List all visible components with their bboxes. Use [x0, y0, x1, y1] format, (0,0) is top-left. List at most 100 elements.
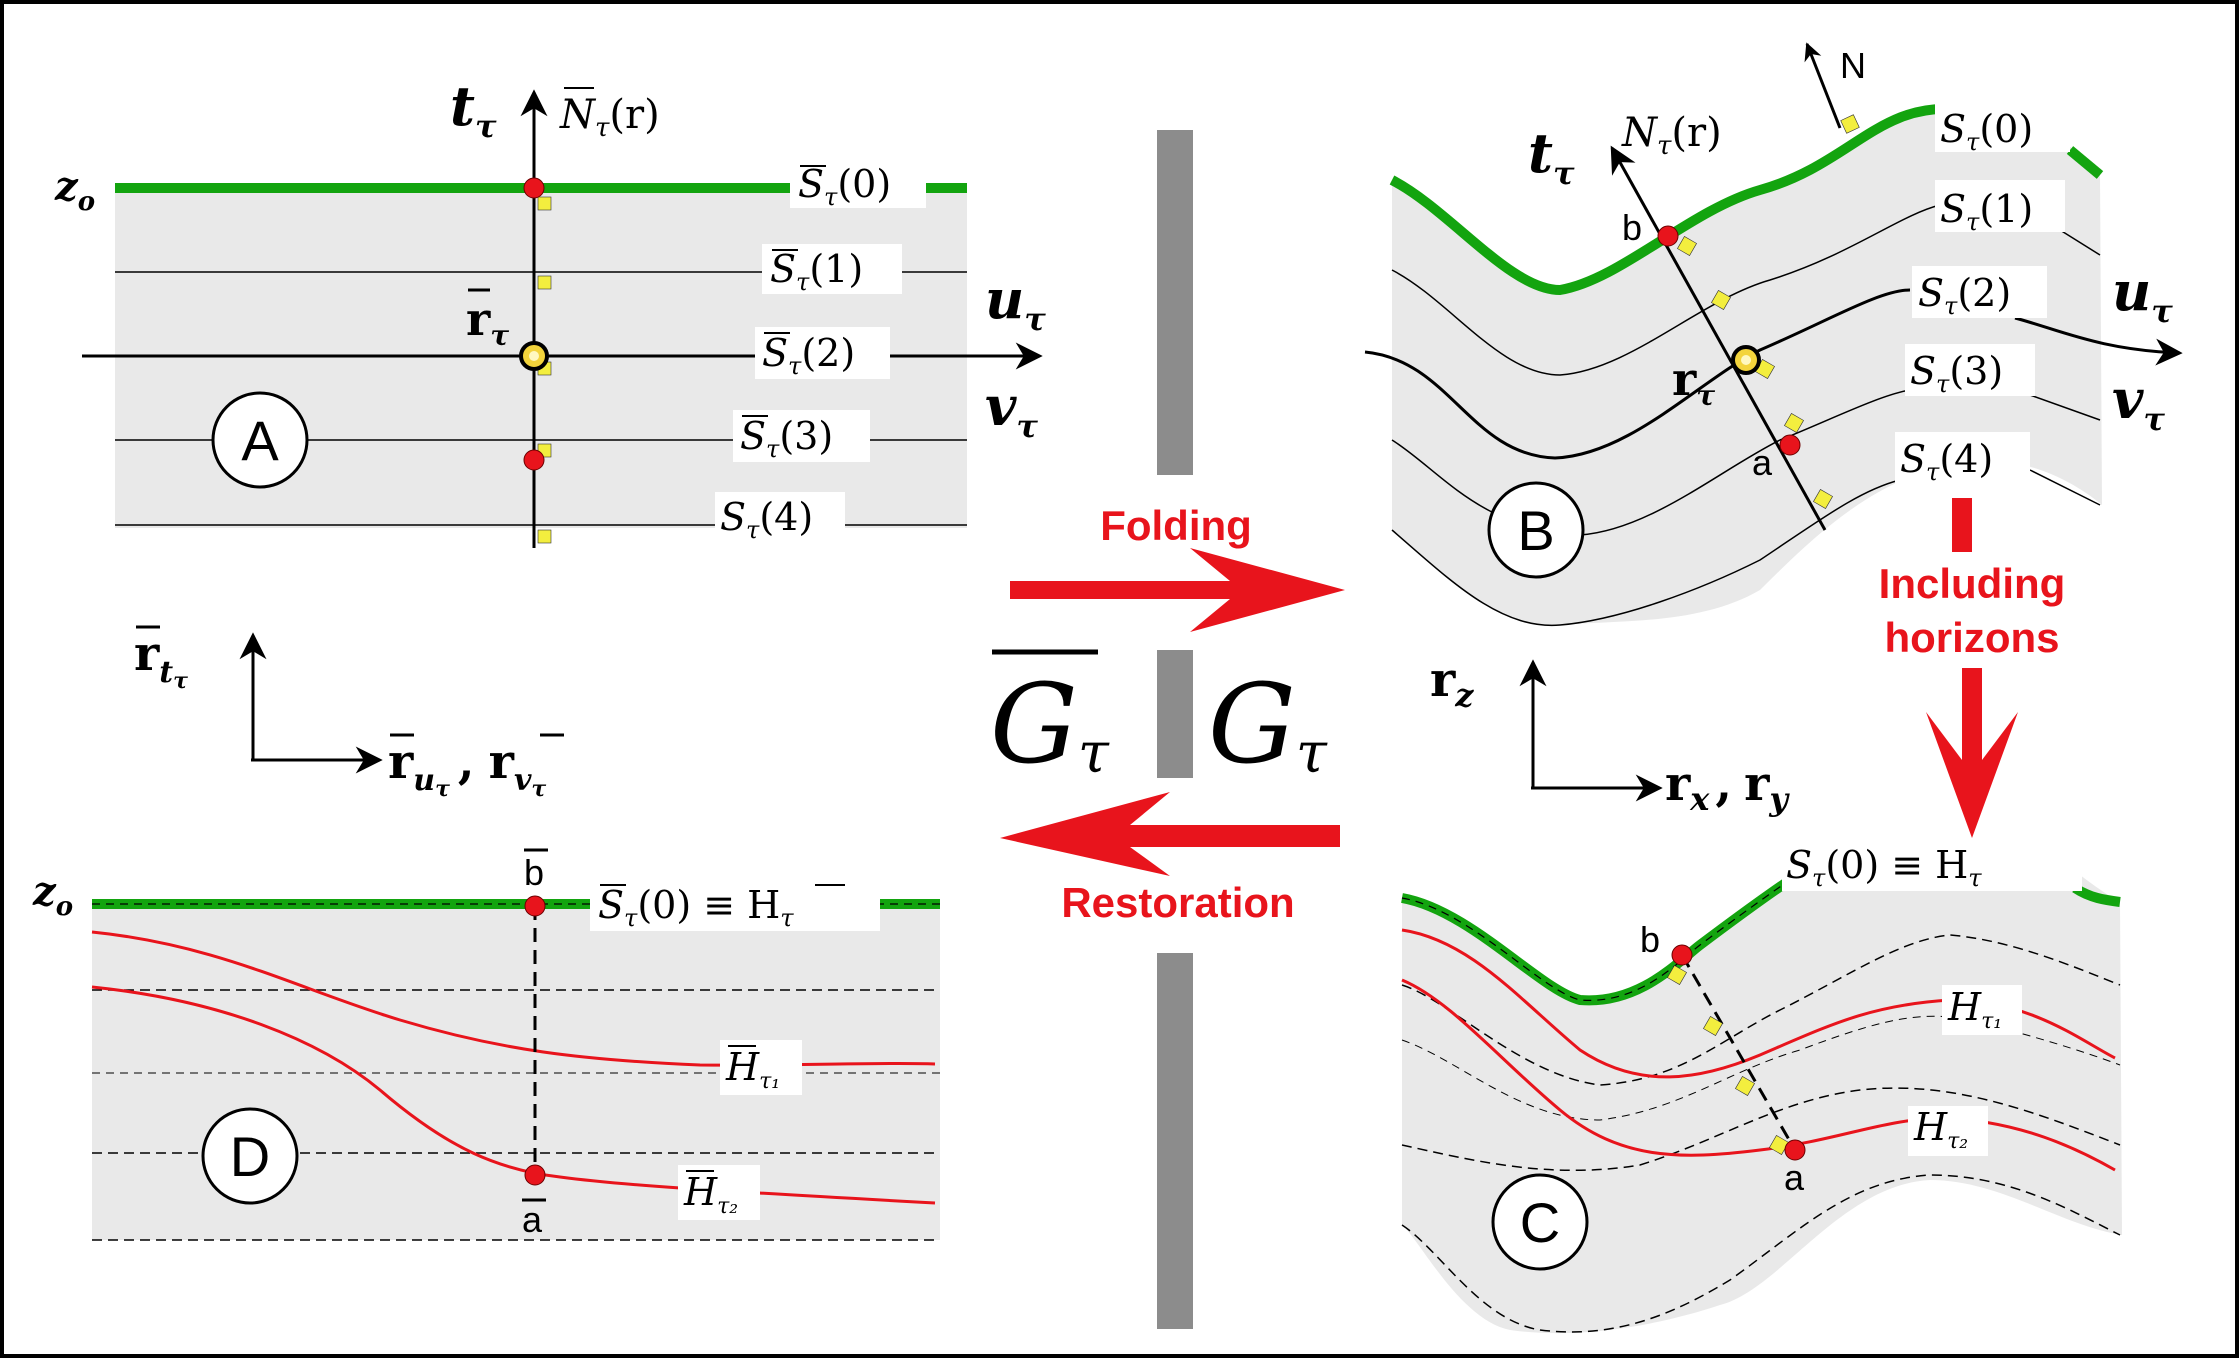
- panel-c-point-a: [1784, 1139, 1806, 1161]
- axes-right-horizontal-label: rx,ry: [1665, 756, 1790, 818]
- panel-b-N-label: N: [1840, 45, 1866, 86]
- panel-b-label-box-0: [1935, 100, 2070, 152]
- panel-b-N-arrow: [1804, 42, 1842, 129]
- panel-b-marker: [1711, 290, 1731, 310]
- panel-d-h1-label: Hτ₁: [725, 1045, 780, 1094]
- panel-a-circle: [211, 391, 309, 489]
- axes-right-vertical-label: rz: [1430, 652, 1474, 714]
- center-section: Folding Restoration Gτ Gτ Including hori…: [990, 130, 2065, 1329]
- panel-b-surface-label-4: Sτ(4): [1900, 437, 1993, 486]
- panel-a-marker: [537, 275, 552, 290]
- restoration-label: Restoration: [1061, 879, 1294, 926]
- panel-d-label-box-h2: [678, 1165, 760, 1220]
- panel-d-point-a: [524, 1164, 546, 1186]
- panel-b-surface-0-end: [2066, 146, 2104, 179]
- divider-bar-bottom: [1157, 953, 1193, 1329]
- divider-bar-top: [1157, 130, 1193, 475]
- panel-b-surface-label-3: Sτ(3): [1910, 349, 2003, 398]
- panel-c-label-box-h2: [1908, 1106, 1988, 1156]
- panel-a-point-r-inner: [529, 351, 539, 361]
- axes-left-horizontal-label: ruτ,rvτ: [388, 734, 546, 802]
- panel-a-surface-label-4: Sτ(4): [720, 495, 813, 544]
- panel-c-fill: [1402, 875, 2122, 1334]
- including-horizons-line2: horizons: [1885, 614, 2060, 661]
- panel-b-t-axis: [1610, 145, 1827, 531]
- axes-right: rz rx,ry: [1430, 652, 1790, 818]
- panel-c-surface-label: Sτ(0) ≡ Hτ: [1786, 843, 1982, 892]
- panel-a-normal-label: Nτ(r): [559, 92, 660, 143]
- panel-d: zo b a Sτ(0) ≡ Hτ Hτ₁ Hτ₂ D: [32, 848, 940, 1241]
- panel-a: zo tτ Nτ(r) Sτ(0) Sτ(1) Sτ(2) Sτ(3) Sτ(4…: [54, 74, 1046, 548]
- panel-a-label-box-2: [755, 327, 890, 379]
- panel-b-normal-label: Nτ(r): [1621, 110, 1722, 161]
- including-arrow: [1926, 668, 2018, 838]
- panel-a-surface-label-2: Sτ(2): [762, 331, 855, 380]
- panel-a-r-label: rτ: [466, 292, 509, 352]
- g-label: Gτ: [1208, 660, 1328, 788]
- panel-c-dashed-1: [1401, 934, 2121, 1086]
- panel-a-z-label: zo: [54, 163, 95, 217]
- panel-b-circle-label: B: [1517, 499, 1554, 562]
- panel-c: b a Sτ(0) ≡ Hτ Hτ₁ Hτ₂ C: [1401, 843, 2122, 1334]
- panel-c-label-box-0: [1782, 843, 2082, 891]
- panel-b-surface-1-end: [2059, 229, 2101, 256]
- panel-b-surface-2: [1364, 288, 1911, 460]
- panel-a-label-box-1: [762, 244, 902, 294]
- panel-d-circle: [201, 1107, 299, 1205]
- panel-b-marker: [1813, 489, 1833, 509]
- panel-a-marker: [537, 529, 552, 544]
- panel-a-point-top: [523, 177, 545, 199]
- panel-c-marker: [1703, 1016, 1723, 1036]
- panel-c-dashed-3: [1401, 1087, 2121, 1172]
- panel-b-a-label: a: [1752, 442, 1773, 483]
- folding-label: Folding: [1100, 502, 1252, 549]
- panel-d-a-label: a: [522, 1199, 543, 1240]
- including-arrow-top-stub: [1952, 498, 1972, 552]
- panel-b-surface-2-arrow: [2014, 316, 2183, 366]
- panel-b-surface-label-0: Sτ(0): [1940, 107, 2033, 156]
- axes-left: rtτ ruτ,rvτ: [134, 625, 564, 802]
- panel-a-t-label: tτ: [450, 74, 497, 145]
- restoration-arrow: [1000, 792, 1340, 876]
- panel-a-marker: [537, 196, 552, 211]
- panel-d-surface-label: Sτ(0) ≡ Hτ: [598, 883, 794, 932]
- panel-b-point-r-inner: [1741, 355, 1751, 365]
- panel-a-label-box-0: [790, 160, 926, 208]
- panel-d-label-box-h1: [720, 1040, 802, 1095]
- panel-b-surface-3-end: [2029, 394, 2101, 421]
- panel-c-horizon-2: [1401, 978, 2116, 1172]
- folding-arrow: [1010, 548, 1345, 632]
- panel-b-label-box-2: [1912, 266, 2047, 318]
- panel-c-circle-label: C: [1520, 1191, 1560, 1254]
- panel-b-surface-4: [1391, 479, 1901, 627]
- panel-c-h1-label: Hτ₁: [1947, 985, 2002, 1034]
- panel-b-b-label: b: [1622, 207, 1642, 248]
- panel-c-surface-0-dash: [1401, 879, 1791, 1001]
- panel-c-h2-label: Hτ₂: [1913, 1105, 1968, 1154]
- panel-a-surface-label-0: Sτ(0): [798, 162, 891, 211]
- panel-c-a-label: a: [1784, 1157, 1805, 1198]
- panel-a-v-label: vτ: [985, 374, 1038, 445]
- panel-b-r-label: rτ: [1672, 352, 1715, 412]
- panel-b-surface-3: [1391, 389, 1911, 536]
- panel-d-horizon-1: [91, 930, 936, 1067]
- panel-c-normal: [1680, 954, 1797, 1151]
- panel-c-point-b: [1671, 944, 1693, 966]
- panel-a-surface-label-3: Sτ(3): [740, 414, 833, 463]
- panel-c-label-box-h1: [1942, 985, 2022, 1035]
- panel-b-v-label: vτ: [2112, 367, 2165, 438]
- panel-b-surface-1: [1391, 204, 1941, 376]
- divider-bar-middle: [1157, 650, 1193, 778]
- g-bar-label: Gτ: [990, 660, 1110, 788]
- panel-b-marker: [1677, 236, 1697, 256]
- panel-d-b-label: b: [524, 852, 544, 893]
- panel-d-point-b: [524, 895, 546, 917]
- panel-a-point-bottom: [523, 449, 545, 471]
- panel-b-label-box-3: [1905, 344, 2035, 396]
- panel-b-marker: [1784, 413, 1804, 433]
- panel-c-marker: [1735, 1076, 1755, 1096]
- panel-b-label-box-4: [1895, 432, 2030, 484]
- panel-c-dashed-4: [1401, 1174, 2121, 1333]
